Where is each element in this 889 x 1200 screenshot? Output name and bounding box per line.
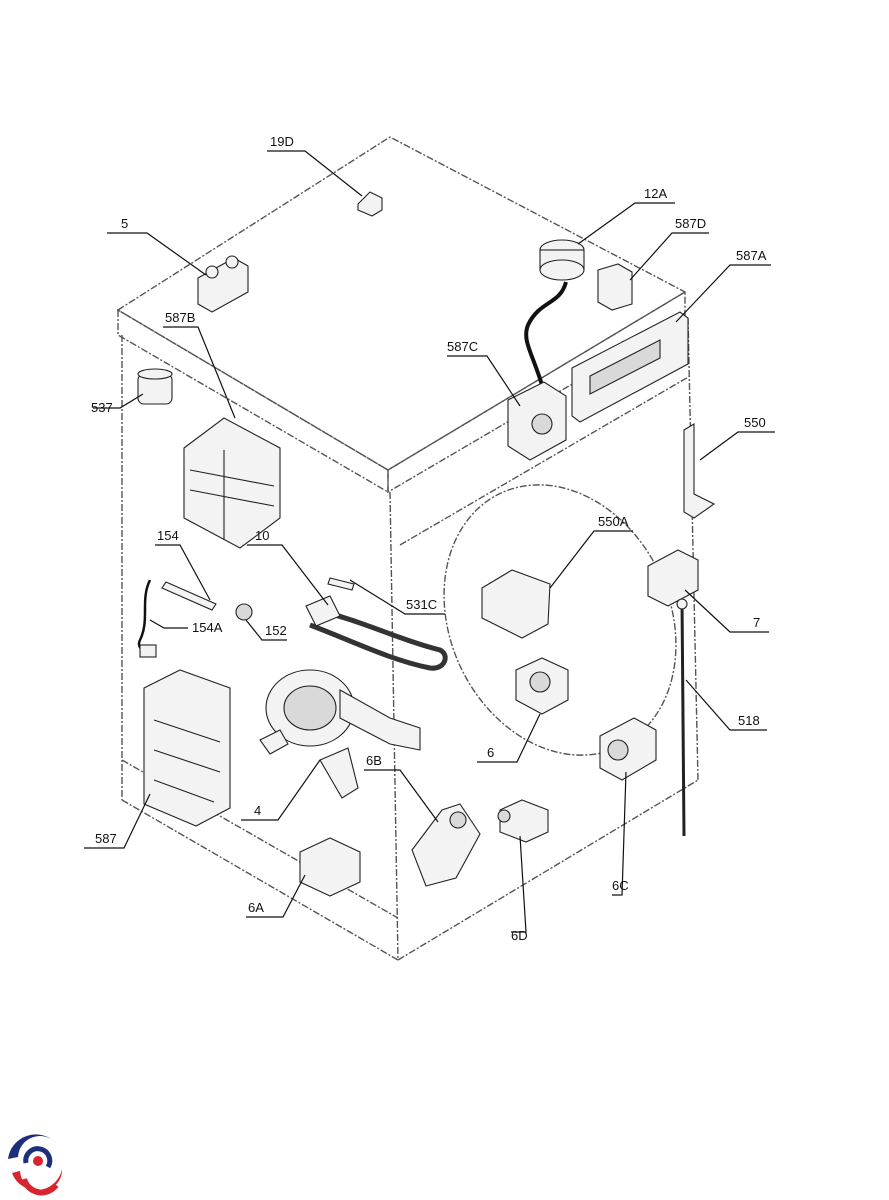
callout-19d: 19D xyxy=(270,134,294,149)
callout-518: 518 xyxy=(738,713,760,728)
part-pressure-switch-12a xyxy=(524,239,585,421)
part-drain-pump-6 xyxy=(515,657,569,715)
part-valve-6d xyxy=(497,799,549,843)
callout-12a: 12A xyxy=(644,186,667,201)
callout-587c: 587C xyxy=(447,339,478,354)
part-cover-550a xyxy=(481,569,551,639)
callout-leaders xyxy=(84,150,775,933)
callout-587d: 587D xyxy=(675,216,706,231)
callout-152: 152 xyxy=(265,623,287,638)
part-main-module-587 xyxy=(143,669,231,827)
part-selector-module-587c xyxy=(507,381,567,461)
part-sensor-cable-154 xyxy=(161,581,217,611)
part-module-587b xyxy=(183,417,281,549)
callout-labels: 19D 12A 5 587D 587A 587B 587C 537 550 55… xyxy=(91,134,767,943)
callout-537: 537 xyxy=(91,400,113,415)
callout-4: 4 xyxy=(254,803,261,818)
part-pump-6c xyxy=(599,717,657,781)
part-pump-6b xyxy=(411,803,481,887)
part-rod-518 xyxy=(676,598,688,837)
callout-531c: 531C xyxy=(406,597,437,612)
callout-6c: 6C xyxy=(612,878,629,893)
callout-550: 550 xyxy=(744,415,766,430)
callout-6: 6 xyxy=(487,745,494,760)
part-wiring-154a xyxy=(137,579,157,658)
callout-7: 7 xyxy=(753,615,760,630)
callout-6d: 6D xyxy=(511,928,528,943)
callout-154: 154 xyxy=(157,528,179,543)
brand-swirl-icon xyxy=(6,1133,66,1196)
callout-10: 10 xyxy=(255,528,269,543)
callout-587a: 587A xyxy=(736,248,767,263)
callout-5: 5 xyxy=(121,216,128,231)
callout-6a: 6A xyxy=(248,900,264,915)
callout-154a: 154A xyxy=(192,620,223,635)
callout-550a: 550A xyxy=(598,514,629,529)
part-motor-4 xyxy=(259,669,421,799)
callout-6b: 6B xyxy=(366,753,382,768)
callout-587: 587 xyxy=(95,831,117,846)
part-pump-6a xyxy=(299,837,361,897)
part-capacitor-537 xyxy=(137,368,173,405)
part-control-board-587a xyxy=(571,311,689,423)
part-sensor-531c xyxy=(327,577,355,591)
part-module-587d xyxy=(597,263,633,311)
part-seal-152 xyxy=(235,603,253,621)
callout-587b: 587B xyxy=(165,310,195,325)
part-door-interlock-7 xyxy=(647,549,699,607)
washing-machine-cabinet xyxy=(116,136,699,961)
part-heater-10 xyxy=(305,595,448,671)
part-clip-19d xyxy=(357,191,383,217)
part-door-lock-bracket-550 xyxy=(683,423,716,519)
part-inlet-valve-5 xyxy=(197,255,249,313)
